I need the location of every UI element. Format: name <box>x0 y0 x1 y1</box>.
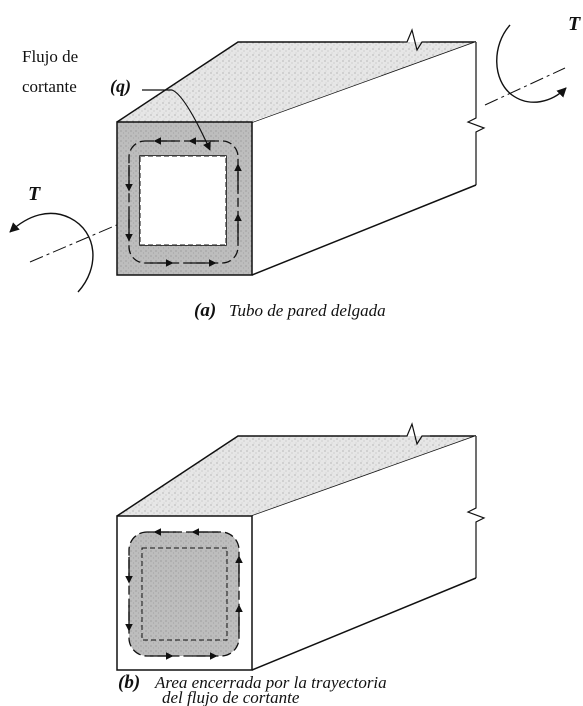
torque-label-right: T <box>568 13 581 35</box>
inner-dashed-boundary <box>141 547 228 641</box>
break-line-b-top <box>400 422 430 446</box>
label-q: (q) <box>110 76 131 97</box>
label-flow-line2: cortante <box>22 77 77 96</box>
tube-hollow <box>139 155 227 246</box>
enclosed-area <box>129 532 239 656</box>
label-flow-line1: Flujo de <box>22 47 78 66</box>
break-line-top <box>400 28 430 52</box>
leader-line-q <box>142 89 211 151</box>
torque-arrow-left <box>9 212 94 293</box>
shear-flow-path <box>128 140 239 264</box>
tube-b-side-face <box>252 436 476 670</box>
break-line-side <box>466 42 486 185</box>
caption-a-tag: (a) <box>194 300 216 321</box>
torque-label-left: T <box>28 183 41 205</box>
caption-b-tag: (b) <box>118 672 140 693</box>
enclosed-flow-path <box>128 531 240 657</box>
caption-b-line1: Area encerrada por la trayectoria <box>154 673 387 692</box>
caption-b-line2: del flujo de cortante <box>162 688 300 706</box>
caption-a-text: Tubo de pared delgada <box>229 301 386 320</box>
axis-line-right <box>484 67 566 106</box>
tube-top-face <box>117 42 476 122</box>
figure-b-enclosed-area: (b) Area encerrada por la trayectoria de… <box>116 422 486 706</box>
tube-side-face <box>252 42 476 275</box>
break-line-b-side <box>466 436 486 578</box>
torque-arrow-right <box>496 24 567 103</box>
tube-b-top-face <box>117 436 476 516</box>
figure-a-thin-walled-tube: Flujo de cortante (q) T T (a) Tubo de pa… <box>9 13 581 321</box>
